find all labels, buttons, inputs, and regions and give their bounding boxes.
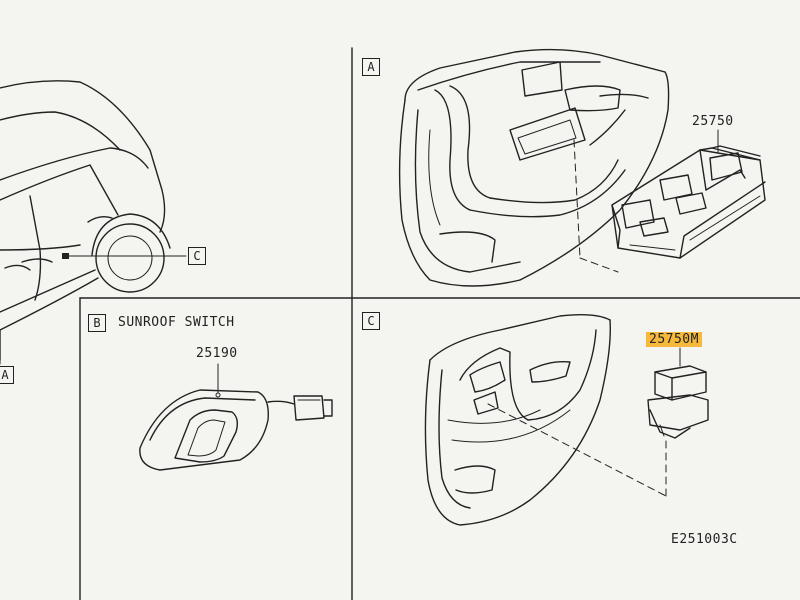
car-reference-c-callout: C <box>188 247 206 265</box>
panel-a-callout: A <box>362 58 380 76</box>
part-number-25750m: 25750M <box>646 332 702 347</box>
car-reference-a-callout: A <box>0 366 14 384</box>
diagram-code: E251003C <box>671 532 738 547</box>
rear-door-trim-c <box>424 313 667 526</box>
power-window-master-switch <box>611 145 766 259</box>
part-number-25190: 25190 <box>196 346 238 361</box>
part-number-25750: 25750 <box>692 114 734 129</box>
panel-c-callout: C <box>362 312 380 330</box>
car-illustration <box>0 80 187 365</box>
front-door-trim-a <box>398 48 670 287</box>
panel-b-callout: B <box>88 314 106 332</box>
sunroof-switch-assembly <box>139 363 333 471</box>
power-window-sub-switch <box>647 347 709 439</box>
sunroof-switch-title: SUNROOF SWITCH <box>118 315 235 330</box>
panel-borders <box>79 47 800 600</box>
